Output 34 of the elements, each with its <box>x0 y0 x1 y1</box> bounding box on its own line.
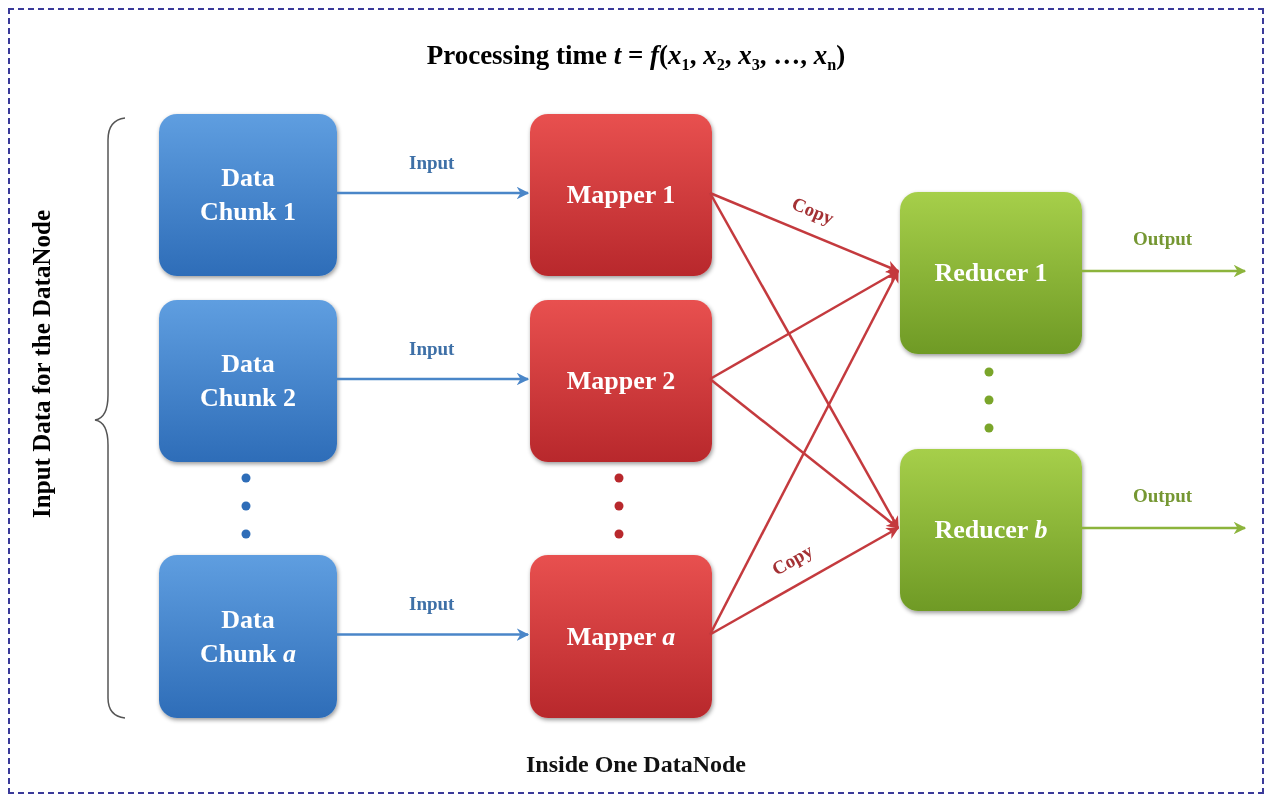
box-label: Reducer b <box>934 514 1048 547</box>
edge-label: Copy <box>787 192 838 231</box>
edge-label: Copy <box>766 539 817 582</box>
arrow <box>335 372 530 386</box>
arrow <box>709 191 900 273</box>
arrow <box>1080 264 1247 278</box>
box-label: Data Chunk 2 <box>198 348 298 414</box>
box-label: Mapper 2 <box>566 365 676 398</box>
arrow <box>709 269 900 381</box>
box-label: Reducer 1 <box>934 257 1048 290</box>
diagram-title: Processing time t = f(x$_{1}$, x$_{2}$, x$_{3}$, …, x$_{n}$) <box>425 40 847 76</box>
edge-label: Input <box>407 594 457 615</box>
arrow <box>335 186 530 200</box>
frame-caption: Inside One DataNode <box>526 749 746 779</box>
dashed-frame <box>8 8 1264 794</box>
box-label: Mapper 1 <box>566 179 676 212</box>
mapper-box <box>530 300 712 462</box>
mapper-box <box>530 555 712 718</box>
arrow <box>708 192 900 530</box>
side-label: Input Data for the DataNode <box>28 210 56 518</box>
data-chunk-box <box>159 300 337 462</box>
box-label: Data Chunk 1 <box>198 162 298 228</box>
arrow <box>1080 521 1247 535</box>
arrow <box>335 628 530 641</box>
arrow <box>708 269 900 636</box>
data-chunk-box <box>159 114 337 276</box>
mapper-box <box>530 114 712 276</box>
reducer-box <box>900 449 1082 611</box>
arrow <box>709 378 899 529</box>
box-label: Mapper a <box>566 620 676 653</box>
data-chunk-box <box>159 555 337 718</box>
arrow <box>709 526 900 636</box>
reducer-box <box>900 192 1082 354</box>
box-label: Data Chunk a <box>198 603 298 670</box>
